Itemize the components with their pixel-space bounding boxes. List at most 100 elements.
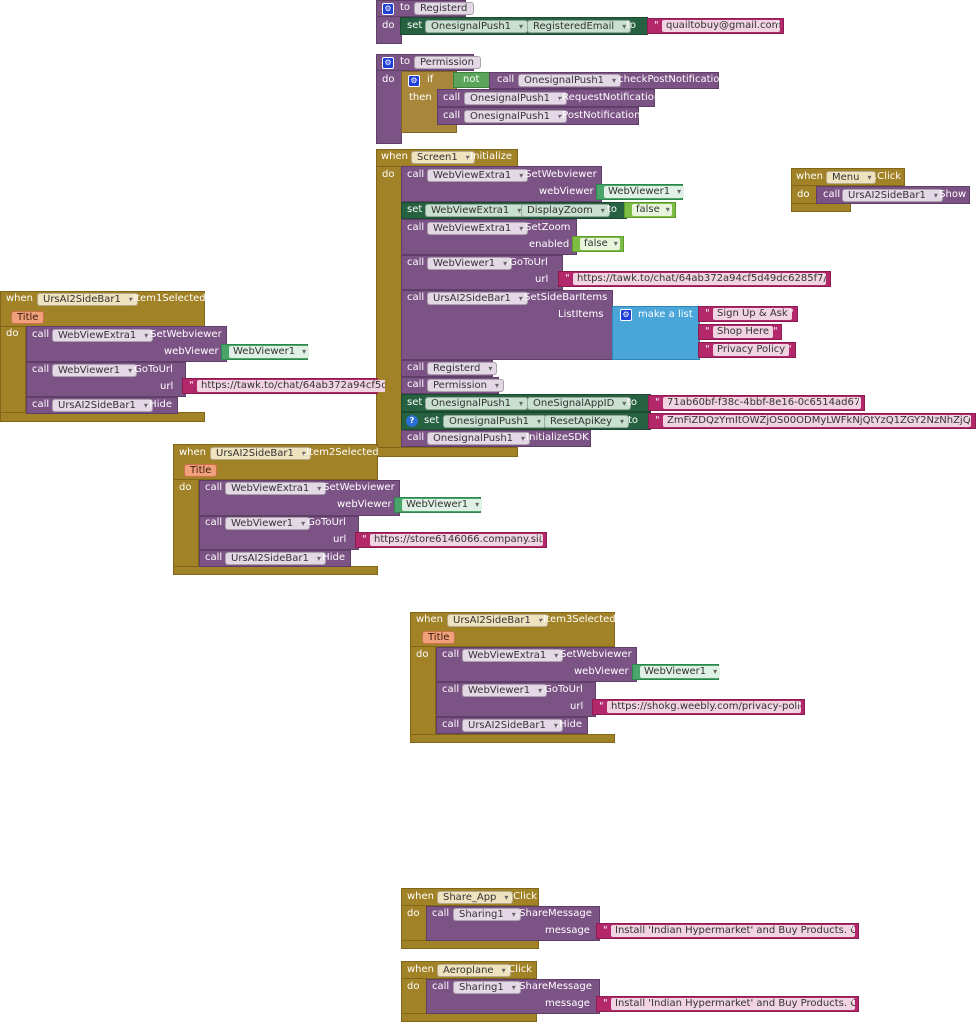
screen1-initialize-event[interactable]	[376, 149, 402, 457]
screen1-initialize-footer[interactable]	[376, 447, 518, 457]
share-app-click-footer[interactable]	[401, 940, 539, 949]
procedure-name-field[interactable]: Permission	[414, 56, 481, 69]
aeroplane-click-footer[interactable]	[401, 1013, 537, 1022]
call-keyword: call	[407, 222, 425, 233]
component-dropdown[interactable]: Sharing1	[453, 981, 521, 994]
url-string[interactable]: " https://tawk.to/chat/64ab372a94cf5d49c	[182, 378, 385, 394]
message-string[interactable]: " Install 'Indian Hypermarket' and Buy P…	[596, 996, 859, 1012]
component-dropdown[interactable]: UrsAI2SideBar1	[37, 293, 138, 306]
component-dropdown[interactable]: Menu	[826, 171, 877, 184]
component-dropdown[interactable]: OnesignalPush1	[464, 110, 568, 123]
string-value[interactable]: quailtobuy@gmail.com	[662, 20, 780, 32]
event-name: .Click	[510, 891, 538, 902]
component-dropdown[interactable]: WebViewer1	[225, 517, 311, 530]
url-string[interactable]: " https://shokg.weebly.com/privacy-polic…	[592, 699, 805, 715]
webviewer-component-block[interactable]: WebViewer1	[632, 664, 721, 680]
string-value[interactable]: Install 'Indian Hypermarket' and Buy Pro…	[611, 998, 855, 1010]
component-dropdown[interactable]: OnesignalPush1	[518, 74, 622, 87]
gear-icon[interactable]: ⚙	[408, 75, 420, 87]
event-name: .Click	[874, 171, 902, 182]
component-dropdown[interactable]: UrsAI2SideBar1	[447, 614, 548, 627]
string-value[interactable]: https://shokg.weebly.com/privacy-policy	[607, 701, 801, 713]
property-dropdown[interactable]: RegisteredEmail	[527, 20, 632, 33]
title-parameter[interactable]: Title	[11, 311, 45, 324]
call-keyword: call	[432, 908, 450, 919]
component-dropdown[interactable]: WebViewer1	[229, 346, 310, 358]
boolean-dropdown[interactable]: false	[632, 204, 672, 216]
component-dropdown[interactable]: WebViewer1	[604, 186, 685, 198]
gear-icon[interactable]: ⚙	[382, 57, 394, 69]
component-dropdown[interactable]: UrsAI2SideBar1	[462, 719, 563, 732]
procedure-name-field[interactable]: Registerd	[414, 2, 475, 15]
component-dropdown[interactable]: UrsAI2SideBar1	[427, 292, 528, 305]
component-dropdown[interactable]: Screen1	[411, 151, 475, 164]
api-key-string[interactable]: " ZmFiZDQzYmItOWZjOS00ODMyLWFkNjQtYzQ1ZG…	[648, 413, 976, 429]
component-dropdown[interactable]: OnesignalPush1	[425, 20, 529, 33]
property-dropdown[interactable]: DisplayZoom	[521, 204, 610, 217]
component-dropdown[interactable]: WebViewExtra1	[425, 204, 527, 217]
string-value[interactable]: Privacy Policy	[713, 344, 790, 356]
component-dropdown[interactable]: OnesignalPush1	[464, 92, 568, 105]
component-dropdown[interactable]: OnesignalPush1	[443, 415, 547, 428]
list-item-string[interactable]: " Shop Here "	[698, 324, 782, 340]
component-dropdown[interactable]: UrsAI2SideBar1	[52, 399, 153, 412]
title-parameter[interactable]: Title	[422, 631, 456, 644]
title-parameter[interactable]: Title	[184, 464, 218, 477]
menu-click-footer[interactable]	[791, 203, 851, 212]
gear-icon[interactable]: ⚙	[620, 309, 632, 321]
property-dropdown[interactable]: ResetApiKey	[544, 415, 630, 428]
string-value[interactable]: https://store6146066.company.site/	[370, 534, 543, 546]
procedure-dropdown[interactable]: Registerd	[427, 362, 498, 375]
item3-selected-footer[interactable]	[410, 734, 615, 743]
component-dropdown[interactable]: OnesignalPush1	[427, 432, 531, 445]
call-keyword: call	[407, 362, 425, 373]
item2-selected-footer[interactable]	[173, 566, 378, 575]
string-value[interactable]: https://tawk.to/chat/64ab372a94cf5d49c	[197, 380, 385, 392]
param-label: url	[160, 381, 174, 392]
call-keyword: call	[407, 379, 425, 390]
string-value[interactable]: ZmFiZDQzYmItOWZjOS00ODMyLWFkNjQtYzQ1ZGY2…	[663, 415, 971, 427]
component-dropdown[interactable]: WebViewExtra1	[427, 222, 529, 235]
component-dropdown[interactable]: WebViewer1	[640, 666, 721, 678]
list-item-string[interactable]: " Sign Up & Ask "	[698, 306, 798, 322]
string-value[interactable]: https://tawk.to/chat/64ab372a94cf5d49dc6…	[573, 273, 826, 285]
method-name: .GoToUrl	[541, 684, 583, 695]
component-dropdown[interactable]: WebViewer1	[462, 684, 548, 697]
string-value[interactable]: Install 'Indian Hypermarket' and Buy Pro…	[611, 925, 855, 937]
procedure-dropdown[interactable]: Permission	[427, 379, 504, 392]
webviewer-component-block[interactable]: WebViewer1	[596, 184, 685, 200]
property-dropdown[interactable]: OneSignalAppID	[527, 397, 632, 410]
component-dropdown[interactable]: Sharing1	[453, 908, 521, 921]
component-dropdown[interactable]: WebViewExtra1	[52, 329, 154, 342]
component-dropdown[interactable]: UrsAI2SideBar1	[210, 447, 311, 460]
webviewer-component-block[interactable]: WebViewer1	[394, 497, 483, 513]
list-item-string[interactable]: " Privacy Policy "	[698, 342, 796, 358]
component-dropdown[interactable]: WebViewExtra1	[427, 169, 529, 182]
app-id-string[interactable]: " 71ab60bf-f38c-4bbf-8e16-0c6514ad67a5 "	[648, 395, 865, 411]
component-dropdown[interactable]: WebViewer1	[52, 364, 138, 377]
string-value[interactable]: 71ab60bf-f38c-4bbf-8e16-0c6514ad67a5	[663, 397, 861, 409]
comment-icon[interactable]: ?	[406, 415, 418, 427]
component-dropdown[interactable]: UrsAI2SideBar1	[225, 552, 326, 565]
registered-email-string[interactable]: " quailtobuy@gmail.com "	[647, 18, 784, 34]
component-dropdown[interactable]: WebViewExtra1	[462, 649, 564, 662]
gear-icon[interactable]: ⚙	[382, 3, 394, 15]
component-dropdown[interactable]: UrsAI2SideBar1	[842, 189, 943, 202]
component-dropdown[interactable]: WebViewer1	[427, 257, 513, 270]
false-block[interactable]: false	[624, 202, 676, 218]
do-label: do	[382, 169, 395, 180]
component-dropdown[interactable]: Share_App	[437, 891, 514, 904]
webviewer-component-block[interactable]: WebViewer1	[221, 344, 310, 360]
boolean-dropdown[interactable]: false	[580, 238, 620, 250]
component-dropdown[interactable]: Aeroplane	[437, 964, 511, 977]
component-dropdown[interactable]: OnesignalPush1	[425, 397, 529, 410]
component-dropdown[interactable]: WebViewer1	[402, 499, 483, 511]
method-name: .Hide	[319, 552, 345, 563]
message-string[interactable]: " Install 'Indian Hypermarket' and Buy P…	[596, 923, 859, 939]
component-dropdown[interactable]: WebViewExtra1	[225, 482, 327, 495]
string-value[interactable]: Sign Up & Ask	[713, 308, 792, 320]
url-string[interactable]: " https://tawk.to/chat/64ab372a94cf5d49d…	[558, 271, 831, 287]
string-value[interactable]: Shop Here	[713, 326, 774, 338]
url-string[interactable]: " https://store6146066.company.site/ "	[355, 532, 547, 548]
false-block[interactable]: false	[572, 236, 624, 252]
